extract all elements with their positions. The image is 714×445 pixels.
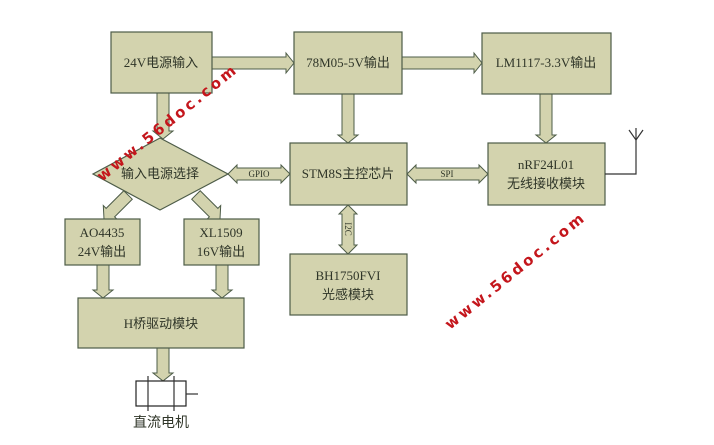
label-spi: SPI: [440, 169, 453, 179]
box-light-sensor: [289, 253, 408, 316]
label-xl1509-line1: XL1509: [199, 225, 242, 240]
label-mcu: STM8S主控芯片: [302, 166, 394, 181]
label-ao4435-line1: AO4435: [80, 225, 125, 240]
label-light-line1: BH1750FVI: [315, 268, 380, 283]
box-xl1509: [183, 218, 260, 266]
label-hbridge: H桥驱动模块: [124, 316, 198, 331]
box-3v3-regulator: [481, 32, 612, 95]
label-rf-line2: 无线接收模块: [507, 176, 585, 191]
box-power-input: [110, 31, 213, 94]
box-rf-module: [487, 142, 606, 206]
label-motor: 直流电机: [133, 414, 189, 431]
box-ao4435: [64, 218, 141, 266]
label-ao4435-line2: 24V输出: [78, 244, 126, 259]
label-rf-line1: nRF24L01: [518, 157, 574, 172]
antenna-icon: [605, 128, 644, 175]
arrow-xl1509-to-hbridge: [210, 264, 234, 299]
watermark-2: www.56doc.com: [441, 208, 590, 333]
label-power-select: 输入电源选择: [121, 166, 199, 181]
label-light-line2: 光感模块: [322, 287, 374, 302]
arrow-3v3-to-rf: [534, 93, 558, 144]
motor-icon: [135, 376, 198, 411]
label-xl1509-line2: 16V输出: [197, 244, 245, 259]
label-gpio: GPIO: [248, 169, 270, 179]
label-power-input: 24V电源输入: [124, 55, 198, 70]
box-5v-regulator: [293, 31, 403, 95]
diamond-power-select: [91, 137, 230, 211]
arrow-5v-to-3v3: [401, 51, 483, 75]
arrow-power-to-select: [151, 92, 175, 140]
arrow-ao4435-to-hbridge: [91, 264, 115, 299]
arrow-5v-to-mcu: [336, 93, 360, 144]
arrow-hbridge-to-motor: [151, 347, 175, 382]
label-3v3-regulator: LM1117-3.3V输出: [496, 55, 597, 70]
label-5v-regulator: 78M05-5V输出: [306, 55, 390, 70]
arrow-power-to-5v: [211, 51, 295, 75]
box-mcu: [289, 142, 408, 206]
label-i2c: I2C: [343, 222, 353, 236]
box-hbridge: [77, 297, 245, 349]
